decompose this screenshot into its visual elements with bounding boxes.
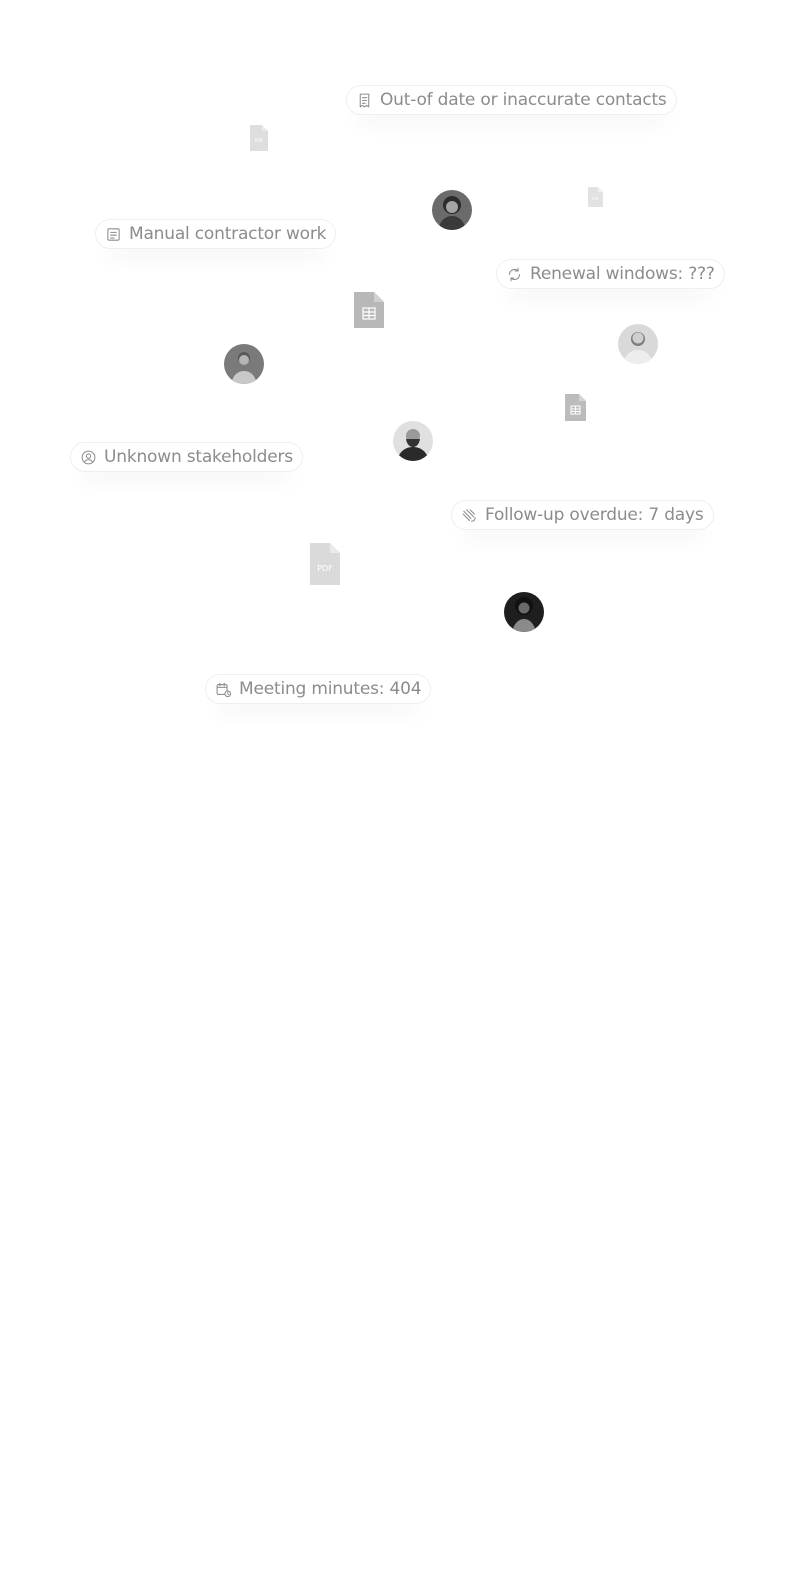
spreadsheet-file-icon: [354, 292, 384, 328]
followup-pill: Follow-up overdue: 7 days: [451, 500, 714, 530]
receipt-icon: [356, 92, 373, 109]
pdf-file-icon: PDF: [588, 187, 603, 207]
avatar: [393, 421, 433, 461]
meeting-pill: Meeting minutes: 404: [205, 674, 432, 704]
contractor-pill-label: Manual contractor work: [129, 224, 327, 244]
stakeholders-pill: Unknown stakeholders: [70, 442, 303, 472]
meeting-pill-label: Meeting minutes: 404: [239, 679, 422, 699]
avatar: [432, 190, 472, 230]
spreadsheet-file-icon: [565, 394, 586, 421]
stakeholders-pill-label: Unknown stakeholders: [104, 447, 293, 467]
avatar: [504, 592, 544, 632]
avatar: [224, 344, 264, 384]
svg-text:PDF: PDF: [255, 138, 264, 144]
refresh-icon: [506, 266, 523, 283]
svg-text:PDF: PDF: [317, 564, 333, 573]
contacts-pill-label: Out-of date or inaccurate contacts: [380, 90, 667, 110]
contacts-pill: Out-of date or inaccurate contacts: [346, 85, 677, 115]
list-document-icon: [105, 226, 122, 243]
pdf-file-icon: PDF: [250, 125, 268, 151]
calendar-clock-icon: [215, 681, 232, 698]
renewal-pill: Renewal windows: ???: [496, 259, 725, 289]
contractor-pill: Manual contractor work: [95, 219, 337, 249]
followup-pill-label: Follow-up overdue: 7 days: [485, 505, 704, 525]
svg-text:PDF: PDF: [592, 197, 599, 201]
user-circle-icon: [80, 449, 97, 466]
renewal-pill-label: Renewal windows: ???: [530, 264, 715, 284]
pdf-file-icon: PDF: [310, 543, 340, 585]
hand-wave-icon: [461, 507, 478, 524]
avatar: [618, 324, 658, 364]
